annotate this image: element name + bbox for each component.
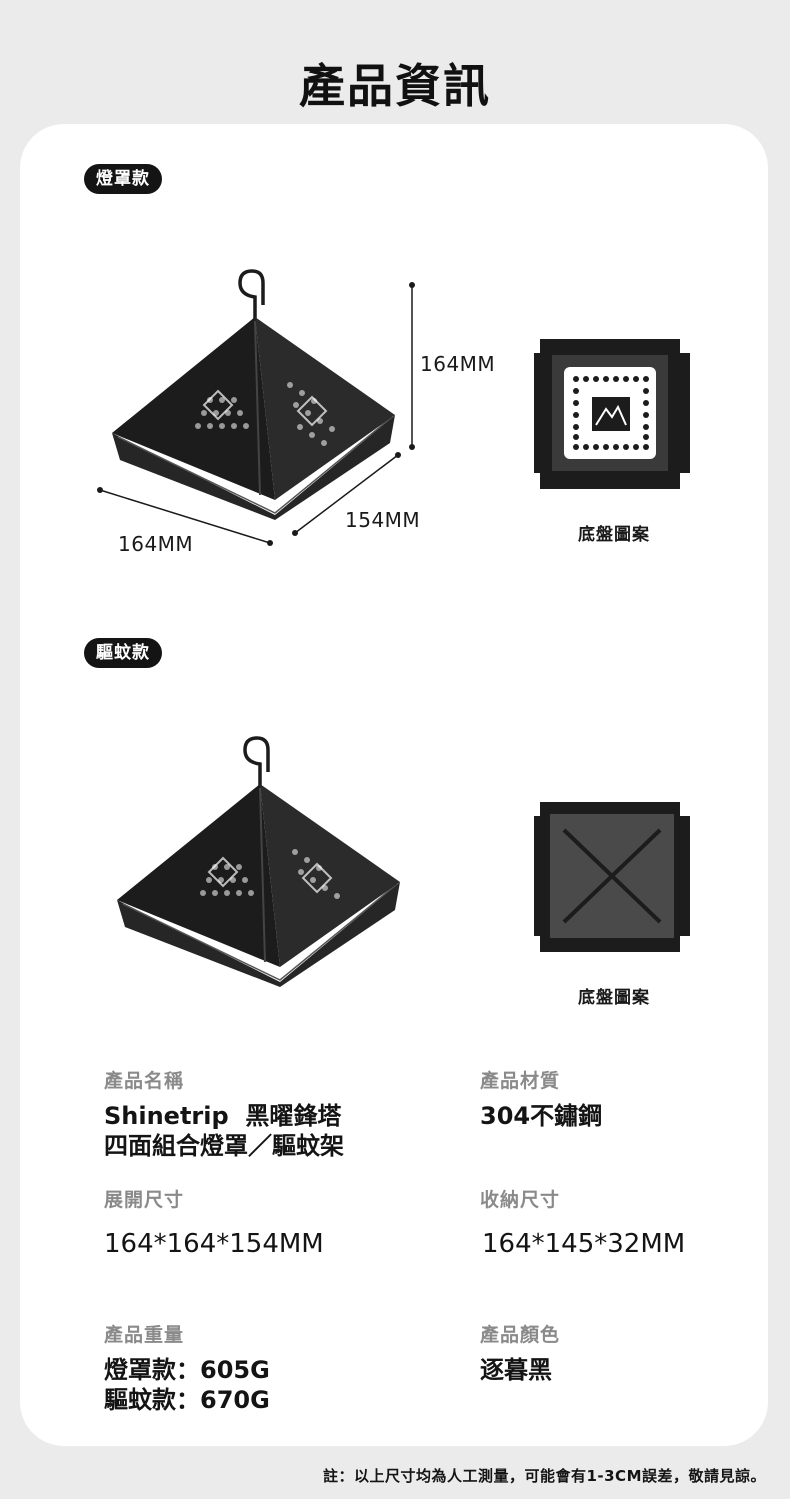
repellent-base-pattern-image [534,802,690,952]
page-title: 產品資訊 [299,59,491,113]
dim-height-label: 164MM [420,352,496,376]
spec-color-value: 逐暮黑 [480,1356,552,1384]
spec-expanded-label: 展開尺寸 [104,1189,185,1211]
dimension-lines-lantern [97,282,415,546]
spec-material-value: 304不鏽鋼 [480,1102,603,1130]
spec-weight-label: 產品重量 [104,1324,185,1346]
repellent-base-caption: 底盤圖案 [578,988,650,1008]
spec-weight-line1: 燈罩款：605G [104,1356,270,1384]
lantern-base-pattern-image [534,339,690,489]
spec-weight-line2: 驅蚊款：670G [104,1386,270,1414]
badge-lantern: 燈罩款 [84,164,162,194]
repellent-product-image [117,736,400,987]
spec-expanded-value: 164*164*154MM [104,1229,324,1259]
lantern-product-image [112,269,395,520]
spec-material-label: 產品材質 [480,1070,561,1092]
spec-name-line1: Shinetrip 黑曜鋒塔 [104,1102,342,1130]
footnote: 註：以上尺寸均為人工測量，可能會有1-3CM誤差，敬請見諒。 [322,1467,766,1485]
spec-stored-value: 164*145*32MM [482,1229,686,1259]
spec-name-label: 產品名稱 [104,1070,185,1092]
spec-color-label: 產品顏色 [480,1324,561,1346]
dim-width-label: 164MM [118,532,194,556]
spec-stored-label: 收納尺寸 [480,1189,561,1211]
spec-name-line2: 四面組合燈罩／驅蚊架 [104,1132,344,1160]
dim-depth-label: 154MM [345,508,421,532]
badge-repellent: 驅蚊款 [84,638,162,668]
lantern-base-caption: 底盤圖案 [578,525,650,545]
